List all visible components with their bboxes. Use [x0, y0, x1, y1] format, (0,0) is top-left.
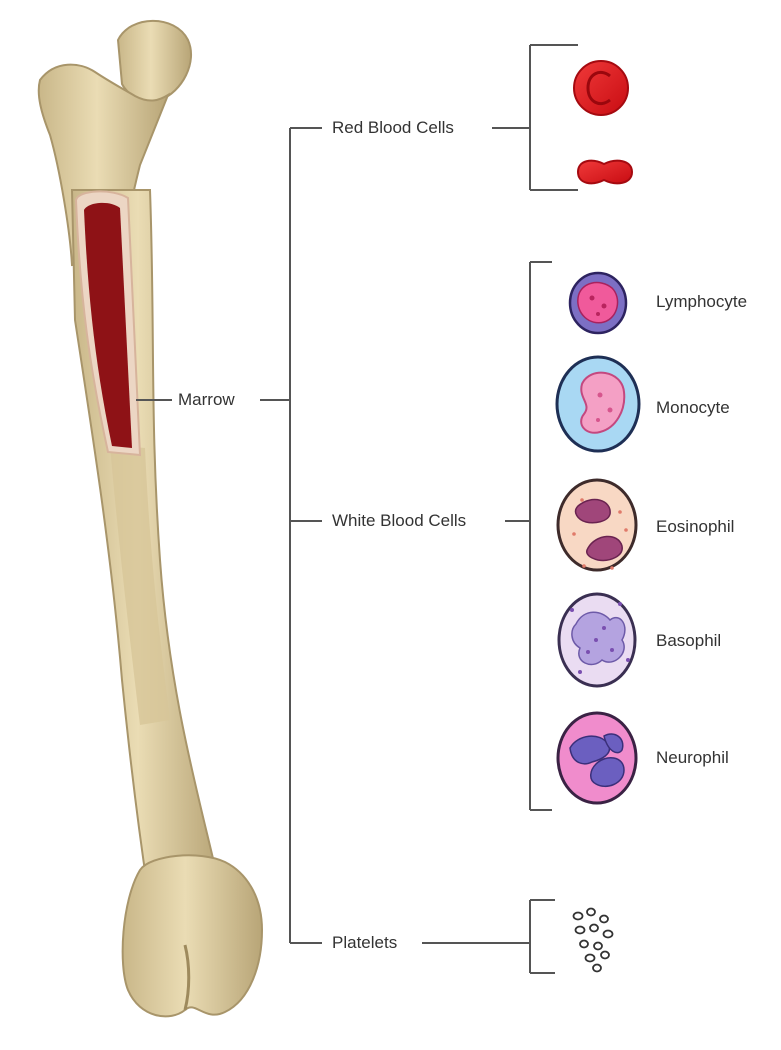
- eosinophil-cell: [558, 480, 636, 570]
- platelets-cluster: [574, 909, 613, 972]
- eosinophil-label: Eosinophil: [656, 517, 734, 537]
- red-blood-cell-side: [578, 161, 632, 184]
- red-blood-cells-label: Red Blood Cells: [332, 118, 454, 138]
- red-blood-cell-face: [574, 61, 628, 115]
- neurophil-cell: [558, 713, 636, 803]
- basophil-label: Basophil: [656, 631, 721, 651]
- platelets-label: Platelets: [332, 933, 397, 953]
- lymphocyte-label: Lymphocyte: [656, 292, 747, 312]
- lymphocyte-cell: [570, 273, 626, 333]
- neurophil-label: Neurophil: [656, 748, 729, 768]
- femur-condyles: [123, 855, 262, 1016]
- basophil-cell: [559, 594, 635, 686]
- monocyte-label: Monocyte: [656, 398, 730, 418]
- femur-bone: [39, 21, 262, 1017]
- marrow-label: Marrow: [178, 390, 235, 410]
- monocyte-cell: [557, 357, 639, 451]
- femur-head: [118, 21, 191, 101]
- white-blood-cells-label: White Blood Cells: [332, 511, 466, 531]
